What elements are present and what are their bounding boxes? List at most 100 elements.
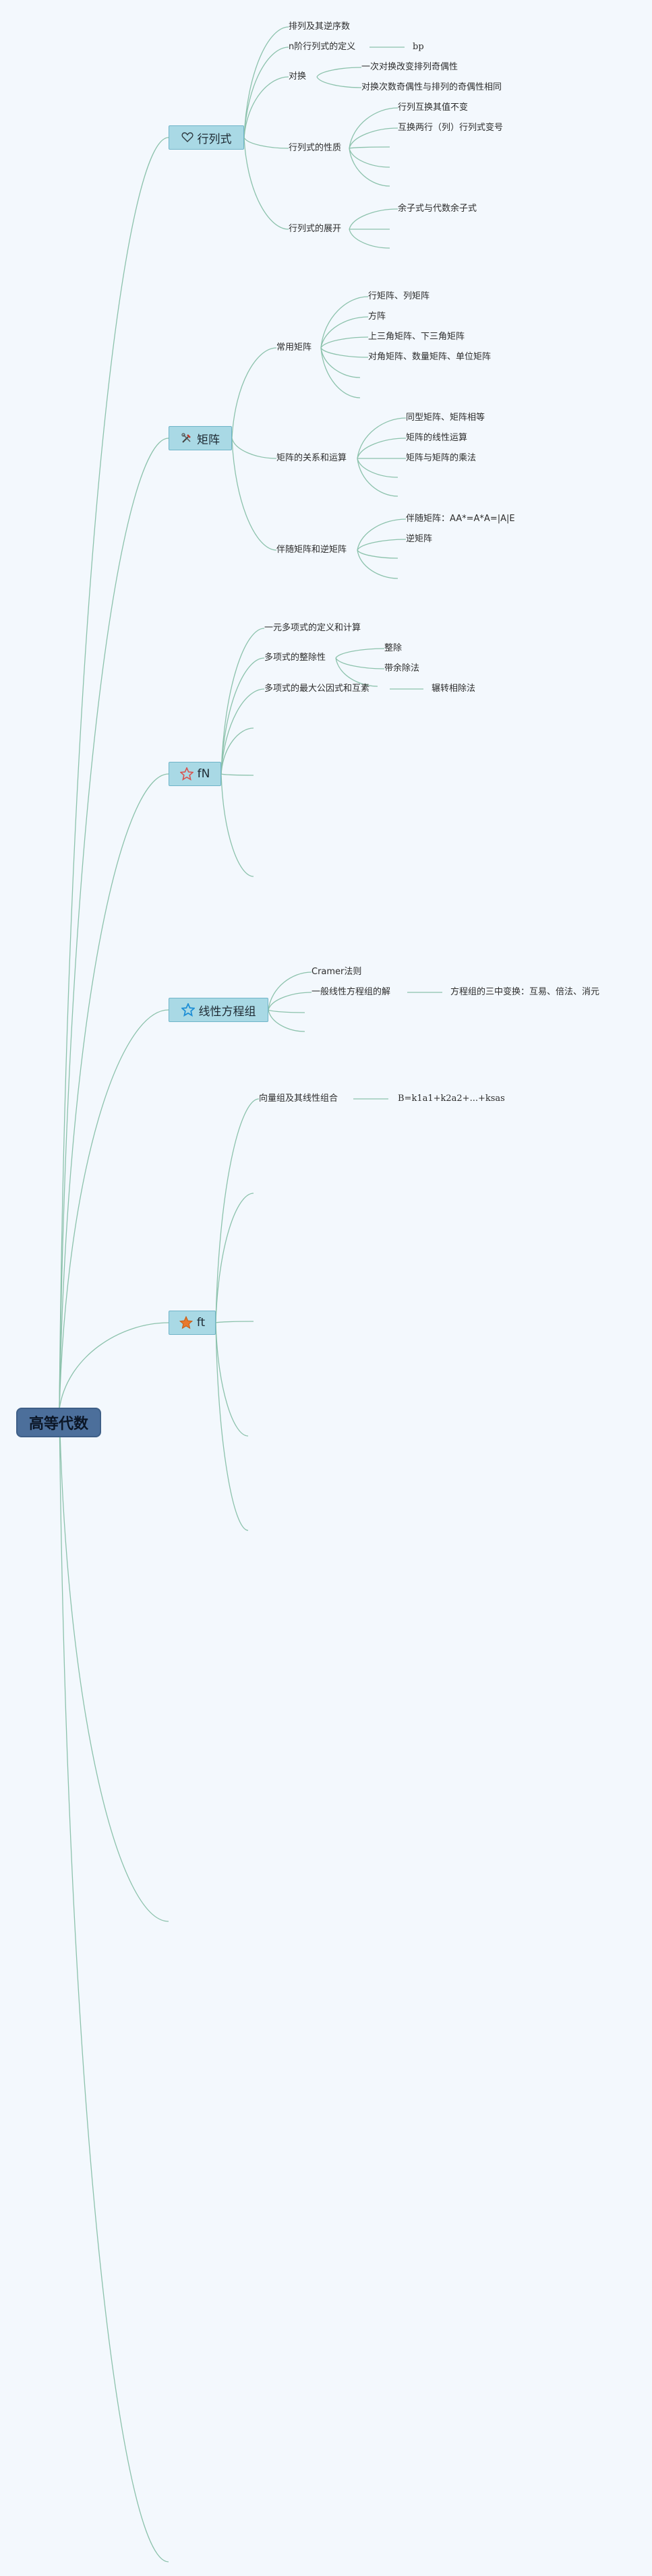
branch-linear-equations[interactable]: 线性方程组 [169, 998, 268, 1022]
determinant-connector [243, 76, 289, 138]
node-polynomial-divisibility[interactable]: 多项式的整除性 [264, 653, 326, 663]
root-node[interactable]: 高等代数 [16, 1408, 101, 1437]
node-linear-operations[interactable]: 矩阵的线性运算 [406, 433, 468, 443]
connector-line [335, 648, 385, 659]
linear-connector [268, 971, 312, 1011]
connector-line [335, 657, 378, 687]
matrix-connector [231, 438, 277, 459]
connector-line [335, 657, 385, 669]
node-determinant-properties[interactable]: 行列式的性质 [289, 143, 342, 153]
determinant-connector [243, 137, 289, 230]
node-divisibility[interactable]: 整除 [384, 643, 403, 653]
root-connector [59, 1408, 169, 2563]
node-same-type-matrix[interactable]: 同型矩阵、矩阵相等 [406, 413, 485, 423]
connector-line [320, 347, 361, 378]
branch-matrix-label: 矩阵 [197, 433, 220, 447]
connector-line [357, 438, 407, 459]
connector-line [320, 316, 369, 349]
branch-fn-label: fN [197, 767, 210, 781]
node-swap-parity-change[interactable]: 一次对换改变排列奇偶性 [361, 62, 458, 72]
fn-connector [220, 628, 265, 775]
node-gcd-coprime[interactable]: 多项式的最大公因式和互素 [264, 684, 370, 694]
branch-matrix[interactable]: 矩阵 [169, 426, 232, 450]
tools-icon [181, 432, 193, 444]
connector-line [357, 518, 407, 551]
node-n-order-definition[interactable]: n阶行列式的定义 [289, 42, 356, 52]
node-triangular-matrix[interactable]: 上三角矩阵、下三角矩阵 [368, 332, 465, 342]
linear-connector [268, 1009, 305, 1032]
node-swap-parity-same[interactable]: 对换次数奇偶性与排列的奇偶性相同 [361, 82, 502, 92]
root-connector [59, 1322, 169, 1410]
root-connector [59, 438, 169, 1410]
root-connector [59, 1009, 169, 1410]
node-diagonal-matrix[interactable]: 对角矩阵、数量矩阵、单位矩阵 [368, 352, 492, 362]
ft-connector [215, 1321, 254, 1323]
connector-line [349, 148, 390, 168]
connector-line [349, 229, 390, 249]
node-division-with-remainder[interactable]: 带余除法 [384, 663, 420, 673]
ft-connector [215, 1193, 254, 1323]
node-vector-group[interactable]: 向量组及其线性组合 [259, 1094, 338, 1104]
root-connector [59, 137, 169, 1410]
fn-connector [220, 773, 254, 877]
branch-ft-label: ft [196, 1316, 206, 1329]
connector-line [320, 347, 361, 398]
connector-line [316, 76, 362, 88]
node-square-matrix[interactable]: 方阵 [368, 311, 386, 322]
connector-line [357, 549, 398, 579]
star-orange-icon [179, 1316, 193, 1329]
fn-connector [220, 657, 265, 775]
determinant-connector [243, 137, 289, 149]
branch-determinant[interactable]: 行列式 [169, 125, 244, 150]
node-elementary-transformations[interactable]: 方程组的三中变换：互易、倍法、消元 [450, 987, 600, 997]
node-matrix-relations[interactable]: 矩阵的关系和运算 [276, 453, 347, 463]
heart-icon [181, 132, 194, 143]
star-outline-icon [179, 767, 194, 781]
node-general-solution[interactable]: 一般线性方程组的解 [312, 987, 391, 997]
ft-connector [215, 1322, 249, 1437]
branch-linear-equations-label: 线性方程组 [198, 1005, 256, 1019]
node-row-column-matrix[interactable]: 行矩阵、列矩阵 [368, 291, 430, 301]
node-determinant-expansion[interactable]: 行列式的展开 [289, 224, 342, 234]
star-blue-icon [181, 1003, 195, 1017]
node-property-row-swap[interactable]: 互换两行（列）行列式变号 [398, 123, 504, 133]
matrix-connector [231, 347, 277, 439]
linear-connector [268, 1009, 305, 1013]
node-linear-combination[interactable]: B=k1a1+k2a2+...+ksas [398, 1094, 505, 1104]
fn-connector [220, 688, 265, 775]
node-swap[interactable]: 对换 [289, 71, 307, 82]
node-inverse-matrix[interactable]: 逆矩阵 [406, 534, 433, 544]
linear-connector [268, 992, 312, 1011]
branch-determinant-label: 行列式 [197, 132, 232, 146]
node-cofactor[interactable]: 余子式与代数余子式 [398, 204, 477, 214]
fn-connector [220, 727, 254, 775]
connector-line [357, 417, 407, 459]
node-permutation[interactable]: 排列及其逆序数 [289, 22, 351, 32]
connector-line [320, 347, 369, 358]
root-connector [59, 1408, 169, 1922]
node-common-matrices[interactable]: 常用矩阵 [276, 342, 312, 353]
node-euclidean-algorithm[interactable]: 辗转相除法 [432, 684, 476, 694]
ft-connector [215, 1098, 260, 1323]
branch-fn[interactable]: fN [169, 762, 221, 786]
ft-connector [215, 1322, 249, 1531]
connector-line [357, 458, 398, 478]
node-adjoint-inverse[interactable]: 伴随矩阵和逆矩阵 [276, 545, 347, 555]
branch-ft[interactable]: ft [169, 1311, 216, 1335]
connector-line [357, 549, 398, 559]
matrix-connector [231, 438, 277, 551]
determinant-connector [243, 47, 289, 138]
root-connector [59, 773, 169, 1410]
node-adjoint-matrix[interactable]: 伴随矩阵：AA*=A*A=|A|E [406, 514, 515, 524]
connector-line [320, 296, 369, 349]
connector-line [349, 146, 390, 149]
node-matrix-multiplication[interactable]: 矩阵与矩阵的乘法 [406, 453, 477, 463]
node-polynomial-definition[interactable]: 一元多项式的定义和计算 [264, 623, 361, 633]
fn-connector [220, 773, 254, 776]
node-property-transpose[interactable]: 行列互换其值不变 [398, 102, 469, 113]
node-cramer-rule[interactable]: Cramer法则 [312, 967, 362, 977]
node-n-order-note[interactable]: bp [413, 42, 424, 52]
connector-line [349, 107, 398, 149]
